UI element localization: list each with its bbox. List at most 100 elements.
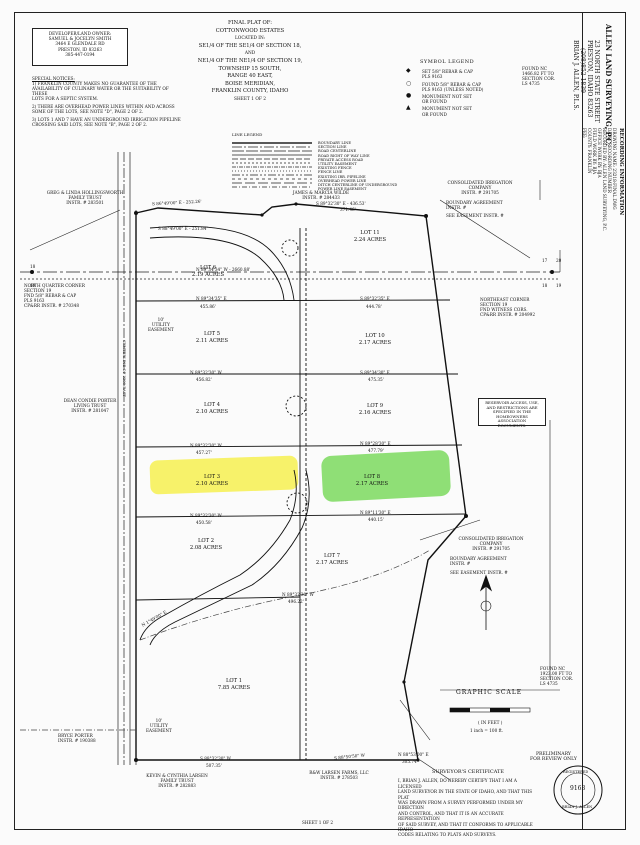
section-num-18: 18 bbox=[542, 283, 548, 288]
bearing-26: N 88°53'00" E bbox=[398, 752, 429, 757]
road-centerline-label: CENTERLINE OF 2200 EAST bbox=[122, 340, 127, 397]
monument-markers bbox=[30, 202, 554, 762]
bearing-5: N 89°34'34" W - 2660.88' bbox=[196, 267, 251, 272]
title-line-8: RANGE 40 EAST, bbox=[227, 73, 273, 80]
bearing-12: S 89°34'30" E bbox=[360, 370, 390, 375]
title-column bbox=[582, 12, 627, 830]
bearing-21: 440.15' bbox=[368, 517, 384, 522]
bearing-27: 305.74' bbox=[402, 759, 418, 764]
bearing-22: N 89°32'30" W bbox=[282, 592, 314, 597]
legend-item-7: FENCE LINE bbox=[318, 170, 343, 175]
notices-header: SPECIAL NOTICES: bbox=[32, 76, 75, 81]
title-line-9: BOISE MERIDIAN, bbox=[224, 80, 276, 87]
owner-header: DEVELOPER/LAND OWNER: bbox=[48, 31, 112, 36]
bearing-11: 456.82' bbox=[196, 377, 212, 382]
section-num-nw-19: 19 bbox=[30, 283, 36, 288]
title-line-1: FINAL PLAT OF: bbox=[228, 20, 272, 26]
bearing-18: N 89°32'30" W bbox=[190, 513, 222, 518]
symbol-legend-header: SYMBOL LEGEND bbox=[420, 59, 475, 65]
bearing-25: 507.35' bbox=[206, 763, 222, 768]
legend-item-1: SECTION LINE bbox=[318, 145, 347, 150]
bearing-3: S 89°32'30" E - 436.53' bbox=[316, 201, 366, 206]
section-num-17: 17 bbox=[542, 258, 548, 263]
symbol-3b: OR FOUND bbox=[422, 99, 447, 105]
bearing-6: N 89°34'35" E bbox=[196, 296, 227, 301]
bearing-24: S 88°32'30" W bbox=[200, 756, 231, 761]
certificate-line-4: AND CONTROL, AND THAT IT IS AN ACCURATE … bbox=[398, 810, 504, 822]
graphic-scale-bar bbox=[449, 707, 531, 713]
bearing-15: 457.27' bbox=[196, 450, 212, 455]
certificate-header: SURVEYOR'S CERTIFICATE bbox=[431, 769, 505, 775]
bearing-9: 444.78' bbox=[366, 304, 382, 309]
notice-2a: 2) THERE ARE OVERHEAD POWER LINES WITHIN… bbox=[32, 104, 175, 109]
legend-item-9: OVERHEAD POWER LINE bbox=[318, 178, 367, 183]
symbol-2b: PLS 9163 (UNLESS NOTED) bbox=[422, 86, 484, 92]
bearing-23: 496.22' bbox=[288, 599, 304, 604]
found-rebar-icon: ○ bbox=[406, 79, 412, 87]
seal-bottom-text: BRIAN J. ALLEN bbox=[562, 805, 593, 809]
section-num-19: 19 bbox=[556, 283, 562, 288]
title-sheet: SHEET 1 OF 2 bbox=[234, 96, 266, 102]
sheet-border bbox=[14, 12, 626, 830]
monument-triangle-icon: ▲ bbox=[406, 104, 411, 112]
bearing-2: S 88°49'00" E - 251.84' bbox=[158, 226, 208, 231]
surveyor-certificate: SURVEYOR'S CERTIFICATE I, BRIAN J. ALLEN… bbox=[398, 769, 538, 838]
legend-item-11: POWER LINE EASEMENT bbox=[318, 187, 367, 192]
legend-item-6: EXISTING FENCE bbox=[318, 166, 352, 171]
easement-label-2: SEE EASEMENT INSTR. # bbox=[450, 570, 508, 575]
north-arrow bbox=[479, 574, 493, 630]
notice-3b: CROSSING SAID LOTS, SEE NOTE "B", PAGE 2… bbox=[32, 122, 148, 127]
notice-2b: SOME OF THE LOTS, SEE NOTE "D", PAGE 2 O… bbox=[32, 109, 144, 114]
seal-number: 9163 bbox=[570, 785, 586, 792]
bearing-10: N 89°32'30" W bbox=[190, 370, 222, 375]
bearing-8: S 89°32'35" E bbox=[360, 296, 390, 301]
symbol-3a: MONUMENT NOT SET bbox=[422, 94, 472, 100]
title-line-2: COTTONWOOD ESTATES bbox=[215, 27, 285, 34]
easement-label-1: SEE EASEMENT INSTR. # bbox=[446, 213, 504, 218]
certificate-line-2: LAND SURVEYOR IN THE STATE OF IDAHO, AND… bbox=[398, 789, 533, 800]
surveyor-seal bbox=[553, 765, 603, 815]
bearing-20: N 89°11'30" E bbox=[360, 510, 391, 515]
graphic-scale-title: GRAPHIC SCALE bbox=[456, 689, 523, 696]
section-num-nw-18: 18 bbox=[30, 264, 36, 269]
graphic-scale-units: ( IN FEET ) bbox=[478, 720, 503, 725]
bearing-16: N 89°28'30" E bbox=[360, 441, 391, 446]
notice-1a: 1) FRANKLIN COUNTY MAKES NO GUARANTEE OF… bbox=[32, 81, 157, 86]
certificate-line-1: I, BRIAN J. ALLEN, DO HEREBY CERTIFY THA… bbox=[398, 778, 517, 789]
line-legend-items: BOUNDARY LINE SECTION LINE ROAD CENTERLI… bbox=[318, 141, 397, 191]
owner-phone: 385-447-0194 bbox=[65, 51, 95, 57]
bearing-13: 475.35' bbox=[368, 377, 384, 382]
title-line-5: AND bbox=[244, 51, 256, 57]
legend-item-4: PRIVATE ACCESS ROAD bbox=[318, 157, 364, 162]
legend-item-8: EXISTING IRR. PIPELINE bbox=[318, 174, 366, 179]
symbol-1b: PLS 9163 bbox=[422, 74, 443, 80]
set-rebar-icon: ◆ bbox=[406, 67, 411, 75]
symbol-4a: MONUMENT NOT SET bbox=[422, 106, 472, 112]
graphic-scale-ratio: 1 inch = 100 ft. bbox=[470, 728, 504, 733]
title-line-4: SE1/4 OF THE SE1/4 OF SECTION 18, bbox=[198, 42, 302, 49]
certificate-line-3: WAS DRAWN FROM A SURVEY PERFORMED UNDER … bbox=[398, 800, 523, 811]
plat-title: FINAL PLAT OF: COTTONWOOD ESTATES LOCATE… bbox=[190, 20, 310, 104]
